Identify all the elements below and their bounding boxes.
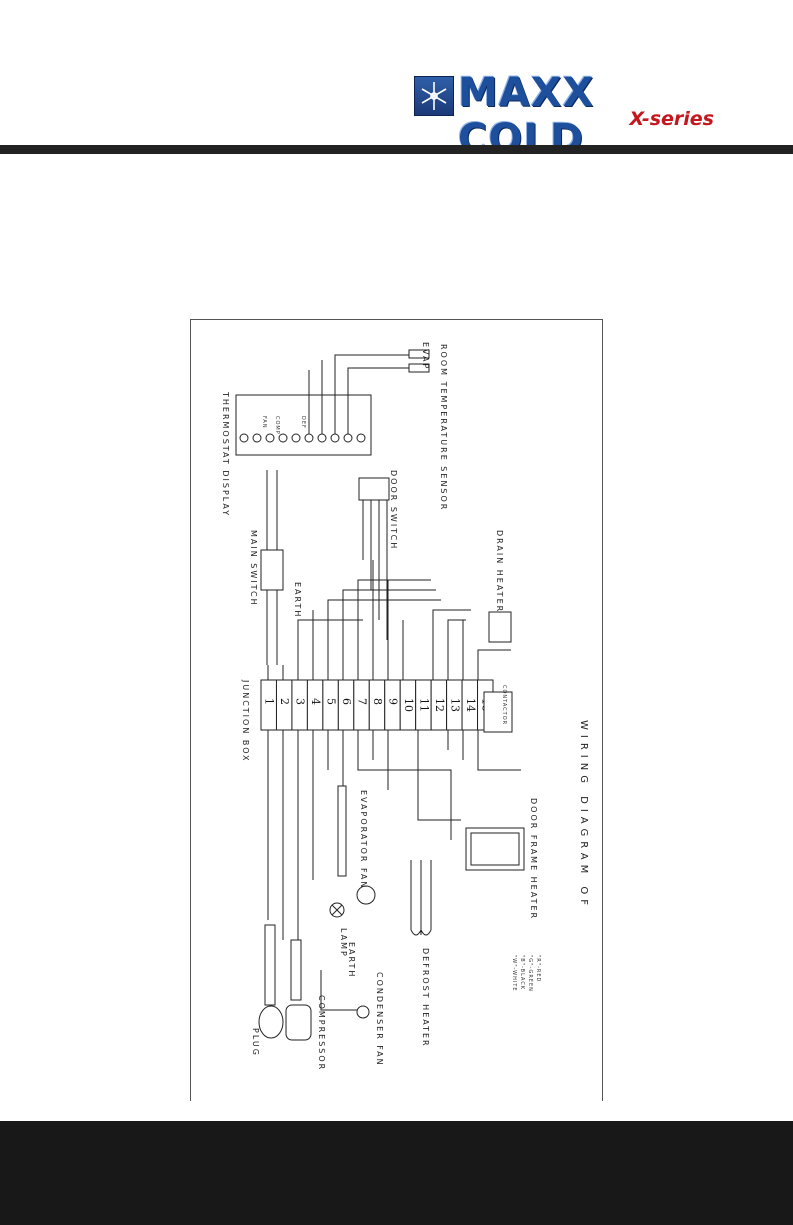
legend-black: "B"-BLACK	[519, 955, 525, 990]
door-frame-heater-label: DOOR FRAME HEATER	[529, 798, 538, 920]
brand-name: MAXX COLD	[458, 70, 595, 162]
plug-icon	[258, 1005, 284, 1039]
junction-terminal-number: 7	[356, 698, 369, 705]
junction-terminal-number: 9	[386, 698, 399, 705]
junction-box-label: JUNCTION BOX	[241, 679, 250, 762]
thermostat-terminals	[239, 433, 366, 443]
earth-bottom-label: EARTH	[347, 942, 356, 978]
legend-green: "G"-GREEN	[527, 955, 533, 992]
condenser-fan-label: CONDENSER FAN	[375, 972, 384, 1067]
junction-terminal-number: 2	[278, 698, 291, 705]
footer-bar	[0, 1121, 793, 1225]
plug-cord	[264, 924, 276, 1006]
evaporator-fan-wire	[337, 785, 347, 877]
junction-terminal-cell	[291, 679, 308, 731]
compressor-label: COMPRESSOR	[317, 995, 326, 1071]
door-switch-label: DOOR SWITCH	[389, 470, 398, 550]
junction-terminal-cell	[368, 679, 386, 731]
junction-terminal-number: 6	[340, 698, 353, 705]
thermostat-label: THERMOSTAT DISPLAY	[221, 391, 230, 517]
junction-terminal-number: 11	[417, 698, 430, 712]
junction-terminal-cell	[337, 679, 355, 731]
defrost-heater	[410, 860, 432, 936]
door-frame-heater	[465, 827, 525, 871]
junction-terminal-number: 3	[294, 698, 307, 705]
contactor-label: CONTACTOR	[501, 685, 507, 725]
junction-terminals: 123456789101112131415	[260, 679, 494, 731]
junction-terminal-number: 12	[433, 698, 446, 712]
junction-terminal-cell	[306, 679, 324, 731]
junction-terminal-cell	[275, 679, 293, 731]
condenser-fan-icon	[356, 1005, 370, 1019]
evaporator-fan-label: EVAPORATOR FAN	[359, 790, 368, 889]
thermostat-terminal-fan: FAN	[261, 416, 267, 429]
drain-heater	[488, 611, 512, 643]
legend-white: "W"-WHITE	[511, 955, 517, 992]
legend-red: "R"-RED	[535, 955, 541, 982]
lamp-label: LAMP	[339, 928, 348, 958]
thermostat-terminal-def: DEF	[300, 416, 306, 429]
wiring-diagram: FAN COMP DEF THERMOSTAT DISPLAY EVAP ROO…	[190, 319, 603, 1101]
main-switch-label: MAIN SWITCH	[249, 530, 258, 607]
junction-terminal-cell	[322, 679, 339, 731]
contactor	[483, 691, 513, 733]
evaporator-fan-icon	[356, 885, 376, 905]
diagram-title: WIRING DIAGRAM OF	[578, 720, 589, 910]
junction-terminal-cell	[384, 679, 401, 731]
thermostat-terminal-comp: COMP	[274, 416, 280, 435]
junction-terminal-number: 13	[448, 698, 461, 712]
brand-series: X-series	[629, 108, 714, 130]
junction-terminal-number: 4	[309, 698, 322, 705]
junction-terminal-number: 8	[371, 698, 384, 705]
compressor-icon	[285, 1004, 312, 1041]
wiring-diagram-drawing: FAN COMP DEF THERMOSTAT DISPLAY EVAP ROO…	[221, 342, 589, 1071]
compressor-wire	[290, 939, 302, 1001]
junction-terminal-number: 10	[402, 698, 415, 712]
junction-terminal-number: 14	[464, 698, 477, 712]
room-sensor-label: ROOM TEMPERATURE SENSOR	[439, 344, 448, 511]
door-switch-box	[358, 477, 390, 501]
junction-terminal-cell	[260, 679, 277, 731]
junction-terminal-cell	[353, 679, 370, 731]
snowflake-icon	[414, 76, 454, 116]
junction-terminal-number: 1	[263, 698, 276, 705]
main-switch-box	[260, 549, 284, 591]
header-rule	[0, 145, 793, 154]
junction-terminal-number: 5	[325, 698, 338, 705]
evap-sensor-label: EVAP	[421, 342, 430, 370]
drain-heater-label: DRAIN HEATER	[495, 530, 504, 613]
defrost-heater-label: DEFROST HEATER	[421, 948, 430, 1048]
maxx-cold-logo: MAXX COLD X-series	[414, 70, 724, 162]
earth-top-label: EARTH	[293, 582, 302, 618]
plug-label: PLUG	[251, 1028, 260, 1057]
